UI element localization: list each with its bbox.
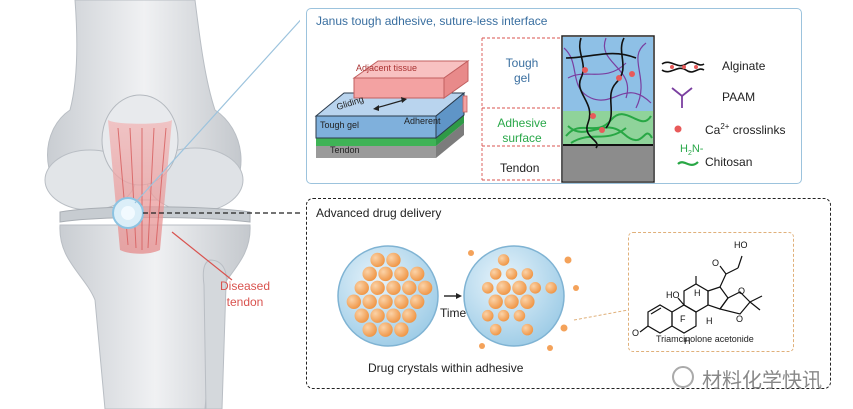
drug-crystal — [545, 282, 557, 294]
drug-crystal — [402, 308, 417, 323]
tendon-block-label: Tendon — [330, 145, 360, 155]
h2n-n: N- — [691, 143, 704, 155]
legend-paam: PAAM — [722, 90, 756, 104]
h2n-h: H — [680, 143, 688, 155]
drug-crystal — [521, 323, 534, 336]
drug-delivery-title: Advanced drug delivery — [316, 206, 442, 220]
drug-crystal — [402, 280, 417, 296]
tendon-layer-label: Tendon — [500, 161, 540, 175]
atom-ho-left: HO — [666, 290, 680, 300]
molecule-box — [628, 232, 794, 352]
drug-crystal — [417, 280, 433, 296]
drug-crystal — [386, 280, 401, 296]
drug-crystal — [386, 252, 401, 268]
h2n-sub: 2 — [687, 150, 692, 158]
drug-crystal — [354, 308, 369, 323]
drug-crystal — [488, 294, 503, 309]
drug-crystal — [410, 294, 425, 309]
drug-crystal — [394, 294, 409, 309]
drug-crystal — [521, 268, 534, 280]
adhesive-layer-label: Adhesive surface — [491, 116, 553, 146]
drug-crystal — [513, 309, 526, 322]
drug-crystal — [346, 294, 362, 309]
tibia — [59, 224, 251, 409]
drug-crystal — [394, 266, 409, 282]
drug-crystal — [489, 323, 502, 336]
tough-gel-label: Tough gel — [320, 120, 360, 130]
atom-f: F — [680, 314, 686, 324]
drug-crystal — [378, 322, 393, 337]
drug-crystal — [378, 266, 393, 282]
legend-alginate: Alginate — [722, 59, 766, 73]
adhesive-line-2: surface — [502, 131, 542, 145]
legend-chitosan: Chitosan — [705, 155, 753, 169]
drug-crystal — [489, 268, 502, 280]
diseased-tendon-label: Diseased tendon — [220, 278, 270, 310]
drug-crystal — [386, 308, 401, 323]
atom-ho-top: HO — [734, 240, 748, 250]
drug-crystal — [394, 322, 409, 337]
wechat-icon — [672, 366, 694, 388]
tough-gel-line-2: gel — [513, 71, 530, 85]
panel-title: Janus tough adhesive, suture-less interf… — [316, 14, 548, 28]
drug-crystal — [482, 309, 494, 322]
label-line-2: tendon — [226, 295, 264, 309]
drug-crystal — [362, 322, 377, 337]
drug-crystal — [362, 294, 377, 309]
adherent-label: Adherent — [404, 116, 441, 126]
atom-o3: O — [632, 328, 639, 338]
drug-crystal — [497, 254, 510, 266]
drug-crystal — [362, 266, 377, 282]
atom-o-ketone: O — [712, 258, 719, 268]
atom-o1: O — [738, 286, 745, 296]
drug-crystal — [505, 268, 518, 280]
ca-suffix: crosslinks — [729, 123, 786, 137]
drug-crystal-graphic — [337, 245, 629, 351]
ca-symbol: Ca — [705, 123, 721, 137]
drug-crystal — [482, 282, 494, 294]
drug-crystal — [354, 280, 369, 296]
drug-crystal — [529, 282, 542, 294]
tough-gel-line-1: Tough — [505, 56, 539, 70]
label-line-1: Diseased — [220, 279, 271, 293]
drug-crystals-caption: Drug crystals within adhesive — [368, 361, 524, 375]
drug-crystal — [496, 280, 511, 296]
atom-h1: H — [694, 288, 701, 298]
adjacent-tissue-label: Adjacent tissue — [356, 63, 418, 73]
drug-crystal — [520, 294, 535, 309]
time-label: Time — [440, 306, 467, 320]
drug-crystal — [410, 266, 425, 282]
atom-o2: O — [736, 314, 743, 324]
drug-crystal — [370, 308, 385, 323]
drug-crystal — [370, 280, 385, 296]
drug-crystal — [497, 309, 510, 322]
watermark-text: 材料化学快讯 — [702, 368, 822, 392]
drug-delivery-panel — [306, 198, 831, 389]
drug-crystal — [370, 252, 385, 268]
knee-illustration — [44, 0, 300, 409]
legend-calcium: Ca2+ crosslinks — [705, 122, 785, 137]
janus-adhesive-panel — [306, 8, 802, 184]
atom-h3: H — [684, 336, 691, 346]
adhesive-line-1: Adhesive — [497, 116, 547, 130]
triamcinolone-structure: HO O HO H H F H O O O — [632, 240, 763, 346]
tough-gel-layer-label: Tough gel — [500, 56, 544, 86]
atom-h2: H — [706, 316, 713, 326]
h2n-group: H2N- — [680, 143, 703, 157]
ca-charge: 2+ — [720, 122, 730, 131]
adhesive-layers-graphic — [314, 35, 705, 183]
drug-crystal — [378, 294, 393, 309]
drug-crystal — [512, 280, 527, 296]
drug-crystal — [504, 294, 519, 309]
molecule-name: Triamcinolone acetonide — [656, 334, 754, 344]
